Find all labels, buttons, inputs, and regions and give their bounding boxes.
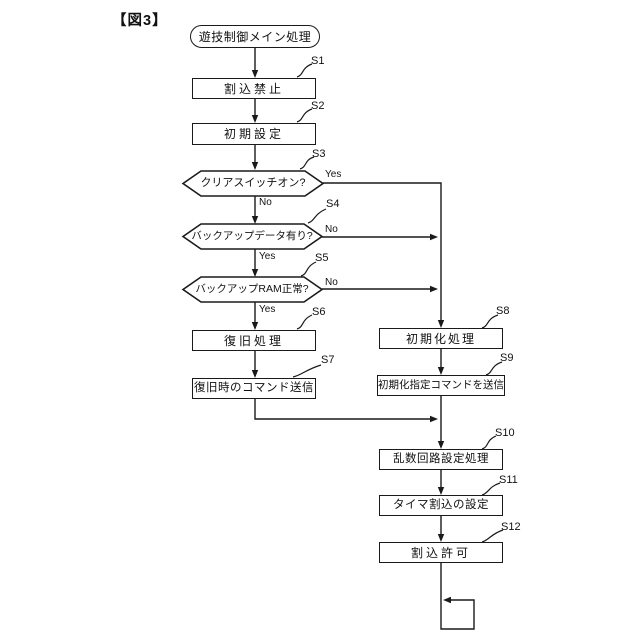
step-id-s11: S11 bbox=[499, 474, 518, 486]
s4-branch-yes: Yes bbox=[259, 251, 276, 262]
node-s11: タイマ割込の設定 bbox=[379, 495, 503, 516]
step-id-s6: S6 bbox=[312, 306, 326, 318]
node-s9: 初期化指定コマンドを送信 bbox=[377, 375, 505, 396]
node-s3-label: クリアスイッチオン? bbox=[200, 177, 306, 189]
node-s2: 初期設定 bbox=[192, 123, 316, 145]
figure-title: 【図3】 bbox=[112, 13, 168, 29]
step-id-s2: S2 bbox=[311, 100, 325, 112]
start-node: 遊技制御メイン処理 bbox=[190, 25, 320, 48]
node-s8-label: 初期化処理 bbox=[405, 331, 476, 346]
node-s7: 復旧時のコマンド送信 bbox=[192, 378, 316, 399]
step-id-s1: S1 bbox=[311, 55, 325, 67]
step-id-s9: S9 bbox=[500, 352, 514, 364]
node-s1-label: 割込禁止 bbox=[223, 81, 284, 96]
node-s2-label: 初期設定 bbox=[223, 127, 284, 141]
step-id-s8: S8 bbox=[496, 305, 510, 317]
step-id-s5: S5 bbox=[315, 252, 329, 264]
arrowheads bbox=[251, 70, 451, 604]
s5-branch-yes: Yes bbox=[259, 304, 276, 315]
node-s1: 割込禁止 bbox=[192, 78, 316, 99]
node-s7-label: 復旧時のコマンド送信 bbox=[194, 381, 314, 394]
node-s11-label: タイマ割込の設定 bbox=[393, 498, 489, 511]
step-id-s4: S4 bbox=[326, 198, 340, 210]
step-id-s10: S10 bbox=[495, 427, 515, 439]
s3-branch-no: No bbox=[259, 197, 272, 208]
node-s4-label: バックアップデータ有り? bbox=[191, 230, 313, 243]
node-s6-label: 復旧処理 bbox=[223, 333, 284, 348]
s5-branch-no: No bbox=[325, 277, 338, 288]
node-s10-label: 乱数回路設定処理 bbox=[393, 452, 489, 465]
node-s12: 割込許可 bbox=[379, 542, 503, 563]
node-s5: バックアップRAM正常? bbox=[186, 277, 318, 302]
step-id-s12: S12 bbox=[501, 521, 521, 533]
label-leader-lines bbox=[292, 63, 504, 543]
connector-lines bbox=[254, 47, 475, 630]
step-id-s7: S7 bbox=[321, 354, 335, 366]
node-s8: 初期化処理 bbox=[379, 328, 503, 349]
node-s3: クリアスイッチオン? bbox=[188, 171, 318, 196]
decision-hexagons bbox=[181, 170, 325, 303]
step-id-s3: S3 bbox=[312, 148, 326, 160]
node-s4: バックアップデータ有り? bbox=[186, 224, 318, 249]
node-s12-label: 割込許可 bbox=[410, 545, 471, 560]
s3-branch-yes: Yes bbox=[325, 169, 342, 180]
node-s5-label: バックアップRAM正常? bbox=[195, 283, 309, 296]
s4-branch-no: No bbox=[325, 224, 338, 235]
start-node-label: 遊技制御メイン処理 bbox=[198, 29, 312, 44]
node-s10: 乱数回路設定処理 bbox=[379, 449, 503, 470]
node-s6: 復旧処理 bbox=[192, 330, 316, 351]
node-s9-label: 初期化指定コマンドを送信 bbox=[378, 379, 504, 392]
